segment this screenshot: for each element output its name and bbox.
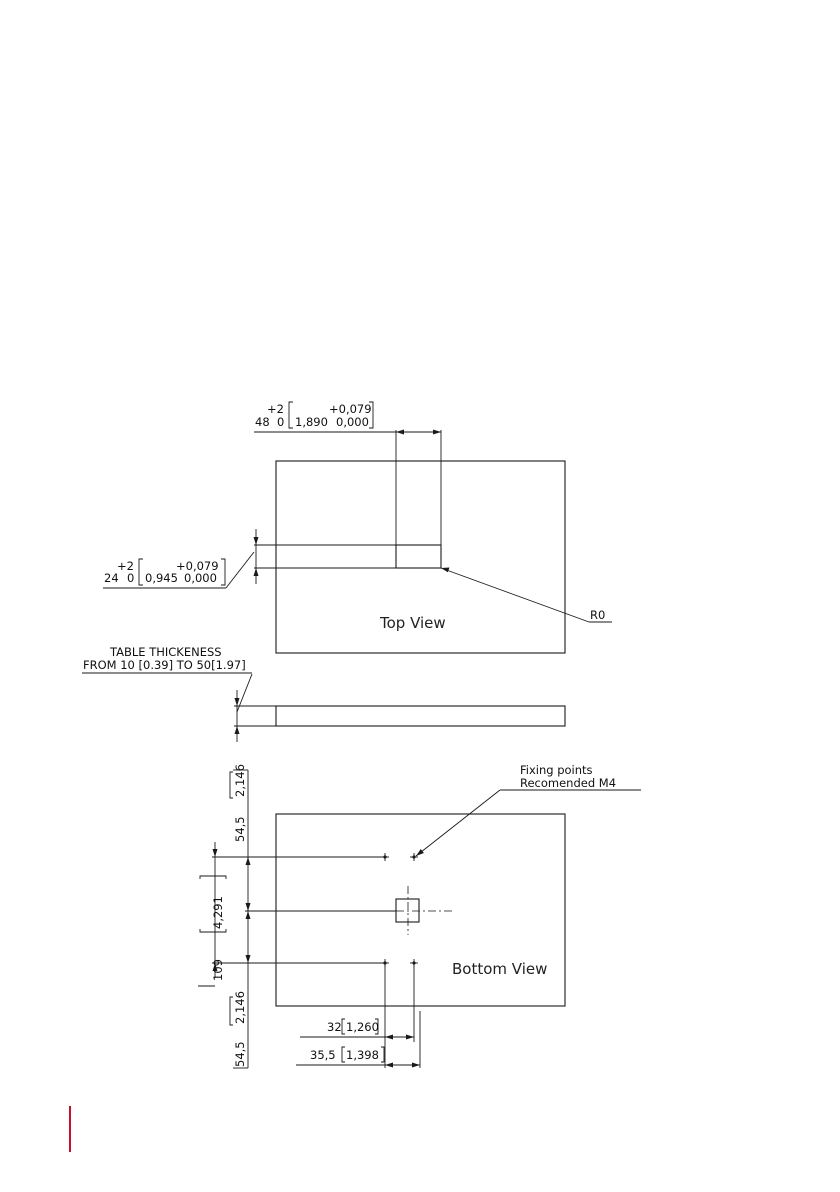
top-height-tol-minus: 0 (127, 571, 134, 585)
bottom-view-label: Bottom View (452, 960, 547, 978)
top-width-tol-minus: 0 (277, 415, 284, 429)
top-height-dimension: +2 24 0 +0,079 0,945 0,000 (103, 529, 396, 588)
page-margin-mark (69, 1106, 71, 1152)
dim-35-5: 35,5 (310, 1048, 336, 1062)
bottom-cutout (396, 899, 419, 922)
top-cutout (396, 545, 441, 568)
bottom-view: Fixing points Recomended M4 109 4,291 54… (198, 763, 641, 1068)
thickness-note-line2: FROM 10 [0.39] TO 50[1.97] (83, 658, 246, 672)
dim-109-in: 4,291 (211, 896, 225, 929)
thickness-note-line1: TABLE THICKENESS (109, 645, 222, 659)
fixing-note-line2: Recomended M4 (520, 776, 616, 790)
top-width-tol-plus: +2 (267, 402, 284, 416)
side-view: TABLE THICKENESS FROM 10 [0.39] TO 50[1.… (82, 645, 565, 742)
top-width-dimension: +2 48 0 +0,079 1,890 0,000 (254, 402, 441, 545)
fixing-note-line1: Fixing points (520, 763, 593, 777)
dim-32: 32 (327, 1020, 342, 1034)
fixing-point (410, 853, 418, 861)
top-view-label: Top View (379, 614, 446, 632)
top-width-inch-plus: +0,079 (329, 402, 372, 416)
top-height-inch-minus: 0,000 (184, 571, 217, 585)
radius-label: R0 (590, 608, 605, 622)
dim-109: 109 (211, 959, 225, 981)
top-height-nominal: 24 (104, 571, 119, 585)
top-view: +2 48 0 +0,079 1,890 0,000 +2 24 0 +0,07… (103, 402, 612, 653)
dim-54-5-top: 54,5 (233, 816, 247, 842)
top-height-inch-nominal: 0,945 (145, 571, 178, 585)
dim-54-5-bottom-in: 2,146 (233, 991, 247, 1024)
dim-54-5-bottom: 54,5 (233, 1041, 247, 1067)
dim-32-in: 1,260 (346, 1020, 379, 1034)
table-side-outline (276, 706, 565, 726)
radius-callout: R0 (441, 568, 612, 623)
dim-54-5-top-in: 2,146 (233, 764, 247, 797)
top-width-nominal: 48 (255, 415, 270, 429)
dim-35-5-in: 1,398 (346, 1048, 379, 1062)
top-width-inch-minus: 0,000 (336, 415, 369, 429)
top-width-inch-nominal: 1,890 (295, 415, 328, 429)
